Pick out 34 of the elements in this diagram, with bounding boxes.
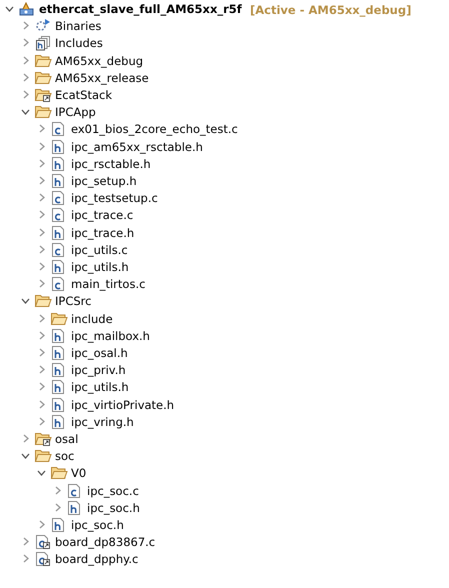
tree-item-label: Includes <box>55 35 103 52</box>
tree-item-label: ipc_mailbox.h <box>71 328 150 344</box>
tree-item-label: ipc_soc.h <box>71 517 124 533</box>
tree-item-label: ipc_am65xx_rsctable.h <box>71 138 203 155</box>
project-name: ethercat_slave_full_AM65xx_r5f <box>39 1 242 17</box>
tree-item-label: AM65xx_debug <box>55 52 144 69</box>
tree-item-label: main_tirtos.c <box>71 276 146 292</box>
tree-item-label: ipc_virtioPrivate.h <box>71 396 174 413</box>
tree-item-label: ipc_soc.c <box>87 482 139 499</box>
tree-item-label: AM65xx_release <box>55 70 149 86</box>
tree-item-label: ipc_trace.h <box>71 224 134 241</box>
tree-item-label: Binaries <box>55 18 102 34</box>
build-configuration-label: [Active - AM65xx_debug] <box>250 2 412 18</box>
tree-item-label: ipc_priv.h <box>71 362 126 378</box>
tree-item-label: soc <box>55 448 74 464</box>
tree-item-label: ipc_utils.h <box>71 259 129 275</box>
tree-item-label: ipc_testsetup.c <box>71 190 158 206</box>
tree-item-label: ipc_osal.h <box>71 345 128 361</box>
tree-item-label: board_dp83867.c <box>55 534 156 550</box>
tree-item-label: ipc_soc.h <box>87 500 140 516</box>
tree-item-label: ipc_rsctable.h <box>71 156 151 172</box>
tree-item-label: EcatStack <box>55 87 112 103</box>
tree-item-label: ex01_bios_2core_echo_test.c <box>71 121 238 138</box>
tree-item-label: board_dpphy.c <box>55 551 138 568</box>
tree-item-label: ipc_vring.h <box>71 414 134 430</box>
tree-item-label: V0 <box>71 465 86 482</box>
tree-item-label: ipc_trace.c <box>71 207 134 224</box>
tree-item-label: include <box>71 310 113 327</box>
tree-item-label: ipc_setup.h <box>71 173 137 189</box>
tree-item-label: ipc_utils.c <box>71 242 128 258</box>
tree-item-label: IPCSrc <box>55 293 92 310</box>
tree-item-label: osal <box>55 431 78 447</box>
tree-item-label: ipc_utils.h <box>71 379 129 396</box>
tree-item-label: IPCApp <box>55 104 96 120</box>
